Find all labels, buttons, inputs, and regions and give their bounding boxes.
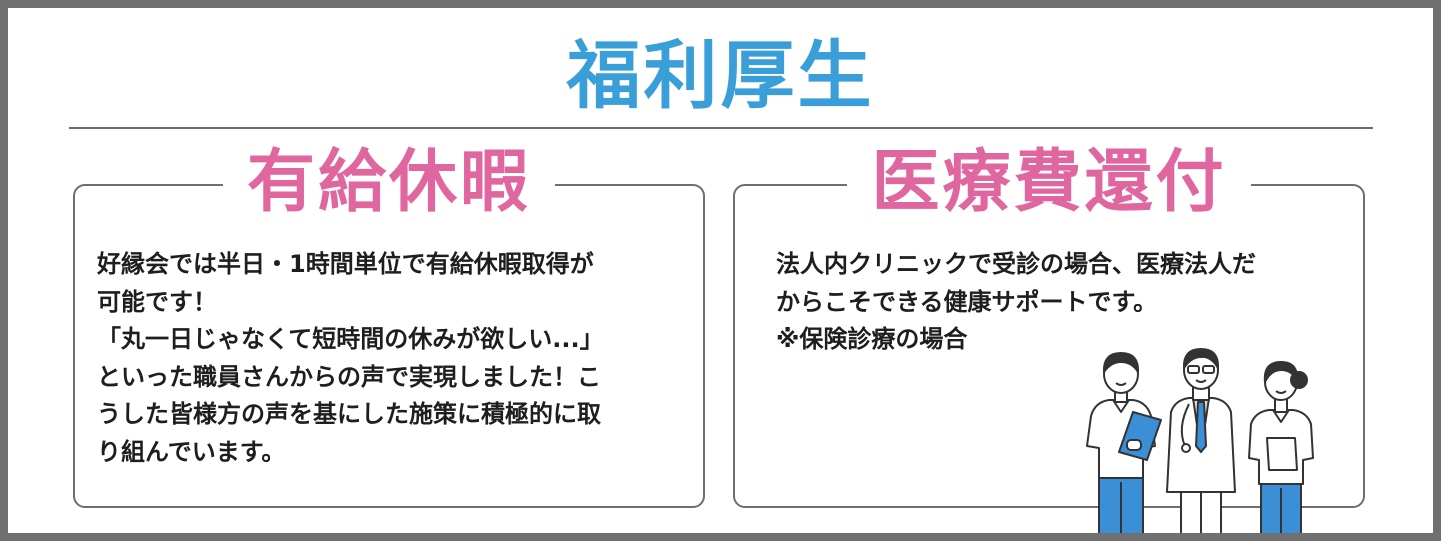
paid-leave-line: 好縁会では半日・1時間単位で有給休暇取得が	[97, 250, 594, 278]
title-divider	[69, 127, 1373, 129]
benefits-panel: 福利厚生 有給休暇 好縁会では半日・1時間単位で有給休暇取得が 可能です！ 「丸…	[8, 8, 1433, 533]
medical-refund-line: からこそできる健康サポートです。	[776, 287, 1158, 316]
medical-refund-title-wrap: 医療費還付	[735, 142, 1363, 224]
paid-leave-body: 好縁会では半日・1時間単位で有給休暇取得が 可能です！ 「丸一日じゃなくて短時間…	[97, 246, 687, 471]
paid-leave-card: 有給休暇 好縁会では半日・1時間単位で有給休暇取得が 可能です！ 「丸一日じゃな…	[73, 142, 705, 508]
medical-refund-card: 医療費還付 法人内クリニックで受診の場合、医療法人だ からこそできる健康サポート…	[733, 142, 1366, 508]
page-title: 福利厚生	[566, 33, 875, 119]
paid-leave-title-wrap: 有給休暇	[75, 142, 703, 224]
doctor-icon	[1166, 348, 1236, 533]
paid-leave-line: うした皆様方の声を基にした施策に積極的に取	[97, 400, 601, 428]
paid-leave-line: 「丸一日じゃなくて短時間の休みが欲しい...」	[97, 325, 604, 353]
medical-refund-line: ※保険診療の場合	[776, 325, 968, 353]
medical-refund-body: 法人内クリニックで受診の場合、医療法人だ からこそできる健康サポートです。 ※保…	[776, 246, 1366, 359]
paid-leave-title: 有給休暇	[222, 142, 555, 224]
nurse-female-icon	[1248, 361, 1314, 533]
paid-leave-line: 可能です！	[97, 287, 217, 316]
paid-leave-line: といった職員さんからの声で実現しました！こ	[97, 362, 601, 391]
paid-leave-line: り組んでいます。	[97, 437, 286, 466]
medical-refund-line: 法人内クリニックで受診の場合、医療法人だ	[776, 250, 1256, 278]
nurse-male-icon	[1086, 352, 1162, 533]
medical-staff-icon	[1086, 348, 1314, 533]
medical-refund-title: 医療費還付	[847, 142, 1251, 224]
